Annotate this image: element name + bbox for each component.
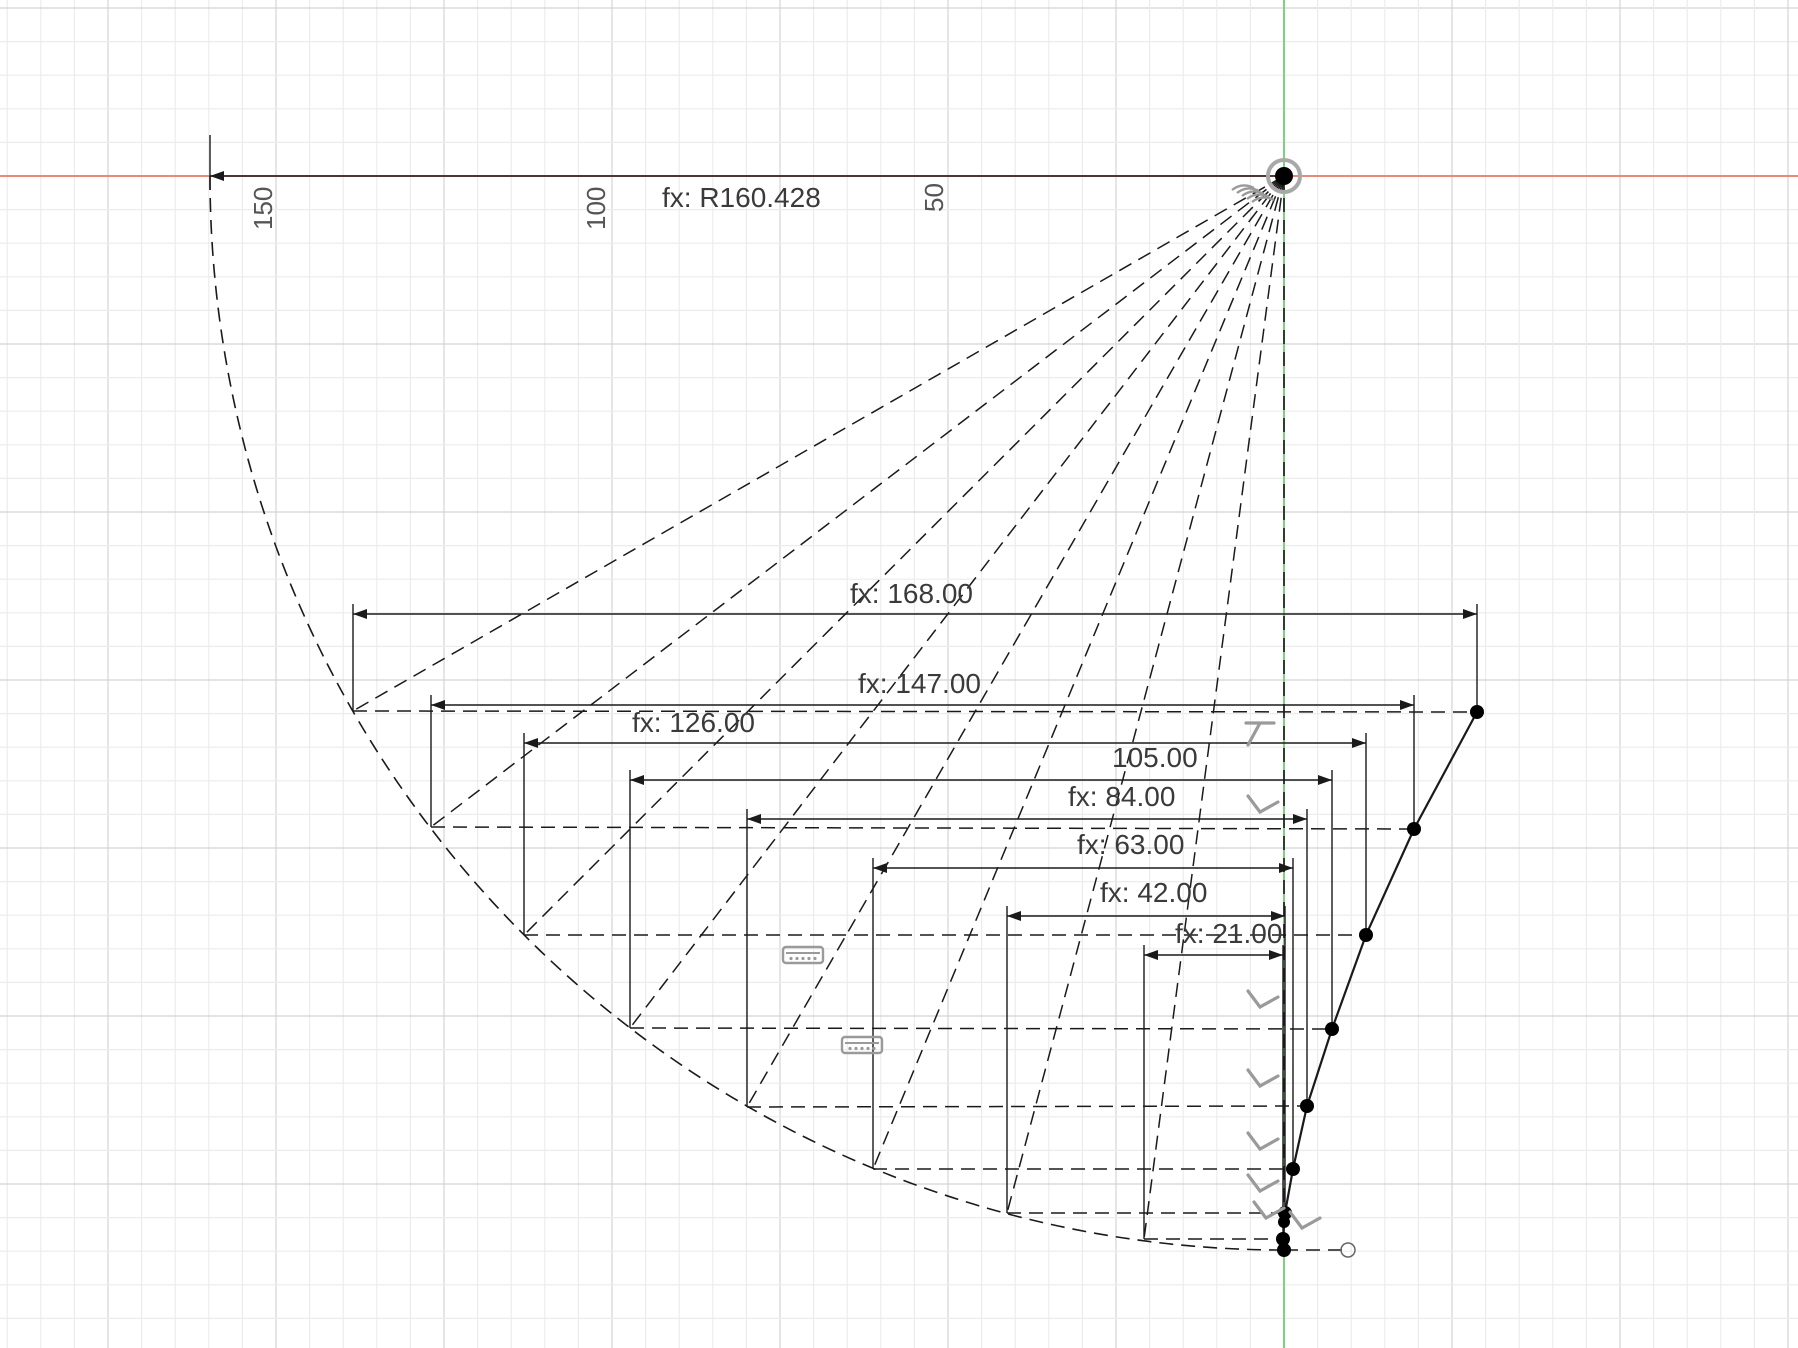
construction-ray [523, 175, 1285, 936]
construction-ray [746, 175, 1285, 1108]
construction-ray [430, 175, 1285, 828]
construction-ray [352, 175, 1285, 712]
dimension-arrow [1463, 609, 1477, 619]
ruler-label-50: 50 [919, 183, 949, 212]
construction-horizontal [352, 710, 1478, 713]
horizontal-icon-dot [848, 1046, 852, 1051]
horizontal-icon-frame [781, 945, 825, 965]
dimension-arrow [210, 171, 224, 181]
perpendicular-icon-path [1246, 1068, 1280, 1089]
dimension-arrow [524, 738, 538, 748]
ruler-label-100: 100 [581, 187, 611, 230]
horizontal-icon-dot [789, 956, 793, 961]
construction-ray [872, 175, 1285, 1170]
construction-ray [1006, 175, 1285, 1214]
dimension-arrow [1007, 911, 1021, 921]
perpendicular-icon-path [1246, 1173, 1280, 1194]
dimension-arrow [1271, 911, 1285, 921]
construction-ray [629, 175, 1285, 1029]
sketch-point[interactable] [1407, 822, 1421, 836]
construction-horizontal [430, 826, 1415, 830]
dimension-arrow [353, 609, 367, 619]
coincident-icon-path [1241, 190, 1265, 197]
origin-point-icon[interactable] [1266, 158, 1302, 194]
coincident-icon-path [1231, 184, 1255, 191]
profile-polyline[interactable] [1281, 711, 1478, 1251]
perpendicular-icon-path [1246, 989, 1280, 1010]
dimension-arrow [1144, 950, 1158, 960]
coincident-constraint-icon[interactable] [1231, 184, 1275, 203]
horizontal-icon-dot [807, 956, 811, 961]
sketch-point[interactable] [1359, 928, 1373, 942]
dimension-labels[interactable]: 150 100 50 fx: R160.428 fx: 168.00 fx: 1… [248, 182, 1282, 949]
perpendicular-constraint-icon[interactable] [1246, 1131, 1280, 1152]
dimension-label-84[interactable]: fx: 84.00 [1068, 781, 1175, 812]
dimension-label-126[interactable]: fx: 126.00 [632, 707, 755, 738]
horizontal-icon-dot [872, 1046, 876, 1051]
perpendicular-icon-path [1252, 1200, 1286, 1221]
construction-ray [1143, 175, 1285, 1240]
dimension-label-63[interactable]: fx: 63.00 [1077, 829, 1184, 860]
sketch-point[interactable] [1300, 1099, 1314, 1113]
perpendicular-constraint-icon[interactable] [1246, 989, 1280, 1010]
construction-lines [209, 175, 1478, 1251]
ruler-label-150: 150 [248, 187, 278, 230]
horizontal-icon-frame [840, 1035, 884, 1055]
horizontal-icon-dot [854, 1046, 858, 1051]
dimension-arrow [630, 775, 644, 785]
horizontal-constraint-icon[interactable] [781, 945, 825, 965]
sketch-point[interactable] [1286, 1162, 1300, 1176]
open-endpoint[interactable] [1340, 1242, 1356, 1258]
coincident-icon-path [1236, 187, 1260, 194]
dimension-label-21[interactable]: fx: 21.00 [1175, 918, 1282, 949]
perpendicular-constraint-icon[interactable] [1246, 1173, 1280, 1194]
dimension-arrow [873, 863, 887, 873]
horizontal-icon-dot [801, 956, 805, 961]
dimension-label-105[interactable]: 105.00 [1112, 742, 1198, 773]
sketch-point[interactable] [1470, 705, 1484, 719]
coincident-icon-path [1246, 193, 1270, 200]
perpendicular-constraint-icon[interactable] [1246, 794, 1280, 815]
origin-point[interactable] [1275, 167, 1293, 185]
sketch-point[interactable] [1276, 1232, 1290, 1246]
dimension-arrow [1352, 738, 1366, 748]
dimension-arrow [1279, 863, 1293, 873]
sketch-point[interactable] [1325, 1022, 1339, 1036]
dimension-label-147[interactable]: fx: 147.00 [858, 668, 981, 699]
dimension-label-168[interactable]: fx: 168.00 [850, 578, 973, 609]
coincident-icon-path [1251, 196, 1275, 203]
perpendicular-constraint-icon[interactable] [1288, 1210, 1322, 1231]
dimension-arrow [1269, 950, 1283, 960]
coincident-icon-path [1244, 721, 1276, 747]
perpendicular-constraint-icon[interactable] [1252, 1200, 1286, 1221]
dimension-arrow [747, 814, 761, 824]
perpendicular-icon-path [1246, 794, 1280, 815]
horizontal-icon-dot [795, 956, 799, 961]
sketch-profile[interactable] [1266, 158, 1484, 1258]
dimension-arrow [1318, 775, 1332, 785]
perpendicular-icon-path [1246, 1131, 1280, 1152]
dimension-label-42[interactable]: fx: 42.00 [1100, 877, 1207, 908]
horizontal-constraint-icon[interactable] [840, 1035, 884, 1055]
dimension-arrow [431, 700, 445, 710]
coincident-constraint-icon[interactable] [1244, 721, 1276, 747]
construction-horizontal [746, 1105, 1308, 1108]
sketch-point[interactable] [1278, 1216, 1290, 1228]
dimension-lines[interactable] [209, 135, 1478, 1239]
dimension-arrow [1293, 814, 1307, 824]
horizontal-icon-dot [866, 1046, 870, 1051]
radius-dimension-label[interactable]: fx: R160.428 [662, 182, 821, 213]
perpendicular-icon-path [1288, 1210, 1322, 1231]
perpendicular-constraint-icon[interactable] [1246, 1068, 1280, 1089]
horizontal-icon-dot [813, 956, 817, 961]
dimension-arrow [1400, 700, 1414, 710]
constraint-icons[interactable] [781, 184, 1322, 1231]
sketch-point[interactable] [1277, 1243, 1291, 1257]
horizontal-icon-dot [860, 1046, 864, 1051]
